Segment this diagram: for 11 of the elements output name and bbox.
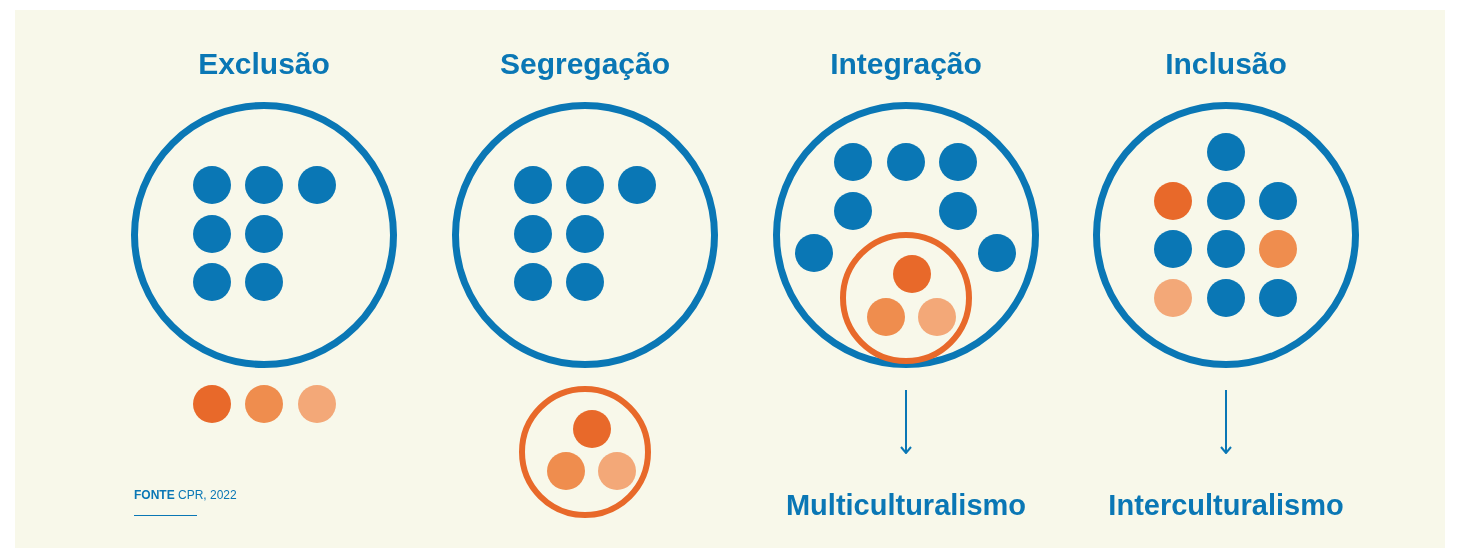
heading: Inclusão [1164,46,1288,82]
term-label: Interculturalismo [1107,488,1345,523]
circle-outline [519,386,651,518]
arrow [900,389,912,454]
heading: Segregação [498,46,672,82]
circle-outline [840,232,972,364]
arrow [1220,389,1232,454]
heading: Integração [829,46,983,82]
source-note: FONTE CPR, 2022 [134,488,237,502]
heading: Exclusão [197,46,331,82]
term-label: Multiculturalismo [784,488,1028,523]
